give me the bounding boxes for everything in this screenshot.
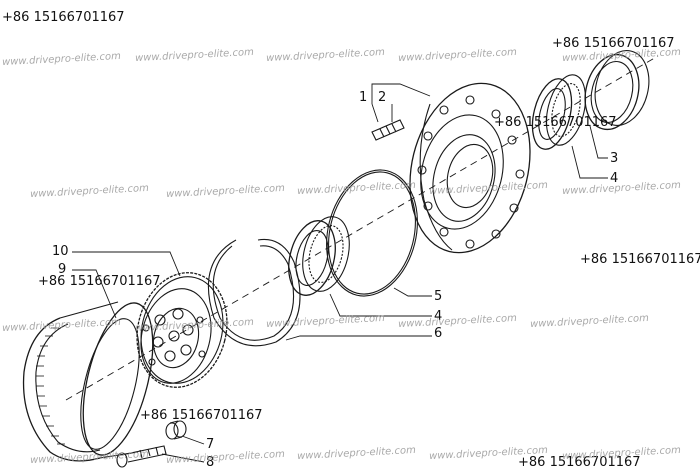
callout-5: 5 [434, 289, 443, 304]
leader-1-2 [371, 83, 431, 104]
leader-4-bottom [329, 293, 432, 317]
snap-ring [207, 238, 301, 347]
leader-5 [393, 287, 432, 297]
callout-2: 2 [378, 90, 387, 105]
callout-7: 7 [206, 437, 215, 452]
leader-3 [589, 125, 608, 159]
callout-1: 1 [359, 90, 368, 105]
oil-seal [584, 50, 650, 131]
leader-4-top [571, 145, 608, 179]
callout-4-top: 4 [610, 171, 619, 186]
leader-6 [285, 335, 432, 341]
leader-7 [181, 435, 205, 445]
callout-9: 9 [58, 262, 67, 277]
callout-3: 3 [610, 151, 619, 166]
planet-carrier [136, 272, 228, 388]
wheel-stud [371, 119, 405, 141]
ring-gear [22, 301, 154, 462]
callout-6: 6 [434, 326, 443, 341]
callout-10: 10 [52, 244, 69, 259]
leader-8 [161, 453, 205, 463]
leader-10 [72, 251, 181, 277]
callout-8: 8 [206, 455, 215, 470]
o-ring-seal [326, 169, 418, 297]
leader-9 [72, 269, 117, 319]
phone-number: +86 15166701167 [2, 10, 125, 25]
phone-number: +86 15166701167 [518, 455, 641, 470]
phone-number: +86 15166701167 [38, 274, 161, 289]
phone-number: +86 15166701167 [580, 252, 700, 267]
phone-number: +86 15166701167 [552, 36, 675, 51]
bushing [165, 420, 187, 440]
outer-bearing [531, 74, 587, 150]
phone-number: +86 15166701167 [140, 408, 263, 423]
inner-bearing [288, 216, 350, 296]
hub-housing [409, 82, 531, 254]
assembly-axis [65, 55, 659, 401]
phone-number: +86 15166701167 [494, 115, 617, 130]
bolt [116, 445, 167, 468]
callout-4-bottom: 4 [434, 309, 443, 324]
